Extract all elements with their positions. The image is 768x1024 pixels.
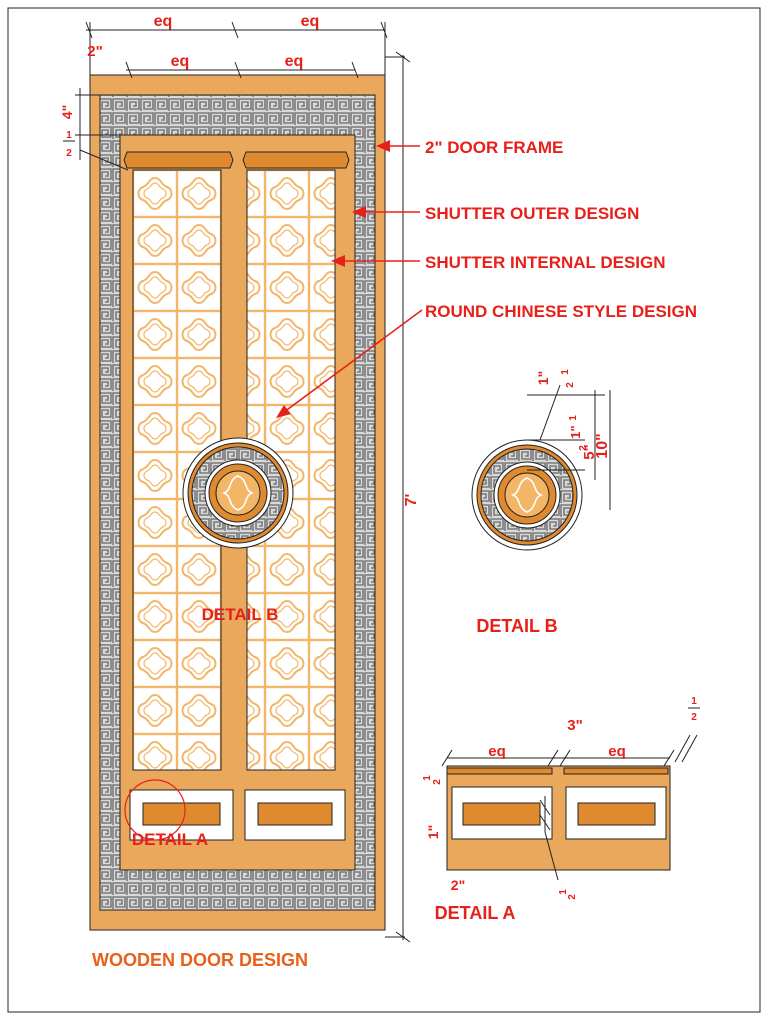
callout-shutter-internal: SHUTTER INTERNAL DESIGN: [425, 253, 666, 272]
dim-height: 7': [403, 494, 420, 507]
top-rail-right: [242, 151, 350, 169]
detail-a-dim-left-b: 2: [432, 779, 443, 785]
detail-b-title: DETAIL B: [476, 616, 557, 636]
detail-a-view: eq eq 3" 1 2 1 2 1" 2" 1 2: [422, 696, 700, 900]
detail-b-dim-inner-dia: 5": [581, 444, 598, 459]
detail-b-dim-outer-dia: 10": [594, 433, 611, 458]
callouts: 2" DOOR FRAME SHUTTER OUTER DESIGN SHUTT…: [276, 138, 697, 418]
detail-b-dim-ring-half-a: 1: [560, 369, 571, 375]
dim-top-eq-left: eq: [154, 13, 173, 30]
detail-a-dim-top-half-a: 1: [691, 696, 697, 707]
door-elevation: DETAIL B DETAIL A: [89, 74, 386, 931]
dim-inner-eq-right: eq: [285, 53, 304, 70]
detail-a-dim-left-a: 1: [422, 775, 433, 781]
detail-b-dim-outer-ring: 1": [535, 371, 551, 385]
dim-top-eq-right: eq: [301, 13, 320, 30]
drawing-title: WOODEN DOOR DESIGN: [92, 950, 308, 970]
detail-a-tag: DETAIL A: [132, 830, 208, 849]
callout-shutter-outer: SHUTTER OUTER DESIGN: [425, 204, 639, 223]
callout-round-design: ROUND CHINESE STYLE DESIGN: [425, 302, 697, 321]
dim-top-gap: 4": [59, 105, 75, 119]
shutter-grille-right: [246, 169, 336, 771]
sheet-border: [7, 7, 761, 1013]
detail-b-dim-inner-a: 1: [568, 415, 579, 421]
bottom-panel-right-inlay: [257, 802, 333, 826]
detail-a-marker: [124, 779, 186, 841]
detail-b-dim-inner-b: 1": [568, 425, 583, 438]
dim-frame-width: 2": [87, 43, 102, 60]
top-rail-left: [123, 151, 234, 169]
detail-a-title: DETAIL A: [435, 903, 516, 923]
round-medallion: [182, 437, 294, 549]
dim-inner-eq-left: eq: [171, 53, 190, 70]
detail-a-dim-rail: 1": [425, 825, 441, 839]
detail-a-dim-bottom-half-a: 1: [558, 889, 569, 895]
detail-a-dim-center: 3": [567, 717, 582, 734]
detail-a-dim-eq-right: eq: [608, 743, 626, 760]
bottom-panel-left-inlay: [142, 802, 221, 826]
detail-b-view: 1" 1 2 1 1" 2 5" 10": [471, 369, 611, 551]
detail-a-dim-bottom: 2": [451, 877, 465, 893]
detail-a-dim-eq-left: eq: [488, 743, 506, 760]
callout-door-frame: 2" DOOR FRAME: [425, 138, 563, 157]
detail-a-dim-bottom-half-b: 2: [567, 894, 578, 900]
dim-small-gap-b: 2: [66, 148, 72, 159]
dim-small-gap-a: 1: [66, 130, 72, 141]
detail-b-dim-ring-half-b: 2: [565, 382, 576, 388]
detail-a-dim-top-half-b: 2: [691, 712, 697, 723]
detail-b-tag: DETAIL B: [202, 605, 279, 624]
door-dimensions: eq eq eq eq 2" 4" 1 2 7': [59, 13, 420, 943]
detail-b-dim-inner-c: 2: [578, 445, 589, 451]
